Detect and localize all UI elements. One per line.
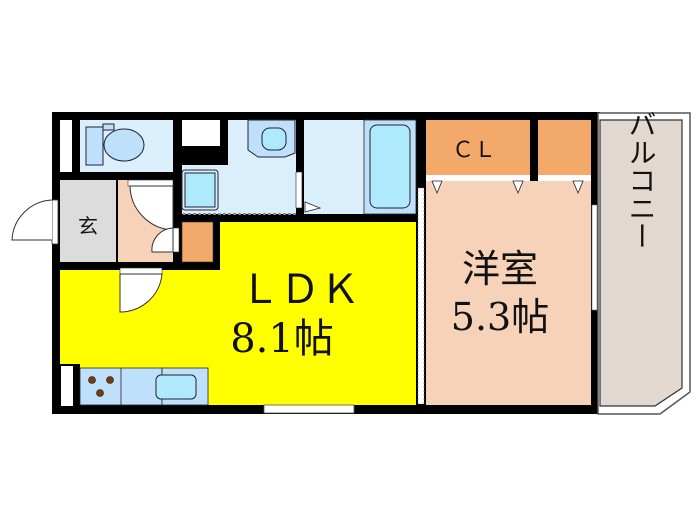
stove-burner-icon: [88, 376, 96, 384]
balcony-window: [591, 204, 598, 311]
ldk-window: [263, 404, 355, 414]
hallway: [118, 179, 180, 262]
closet: ＣＬ: [426, 120, 591, 181]
kitchen-counter: [79, 367, 209, 406]
ldk-label: ＬＤＫ: [240, 267, 360, 313]
closet-label: ＣＬ: [452, 138, 496, 163]
kitchen-sink-icon: [155, 374, 197, 400]
entrance: 玄: [11, 180, 116, 262]
entrance-label: 玄: [78, 214, 98, 238]
stove-burner-icon: [106, 376, 114, 384]
toilet-icon: [103, 128, 145, 162]
sink-icon: [261, 127, 287, 151]
ldk-size: 8.1帖: [230, 316, 334, 362]
bathroom: [304, 119, 417, 215]
ldk-room: ＬＤＫ 8.1帖: [60, 222, 416, 414]
wall-niche-top: [60, 120, 72, 172]
storage-orange: [181, 221, 214, 263]
sliding-partition[interactable]: [417, 187, 425, 405]
sliding-door: [295, 171, 303, 209]
ldk-door[interactable]: [119, 273, 163, 313]
washroom: [181, 119, 296, 215]
stove-burner-icon: [96, 389, 104, 397]
storage-door[interactable]: [151, 227, 174, 253]
inner-wall: [296, 112, 304, 172]
entrance-door[interactable]: [11, 199, 53, 241]
wall-niche-bottom: [61, 366, 73, 406]
western-room: 洋室 5.3帖: [426, 180, 598, 405]
washing-machine-icon: [184, 172, 216, 208]
balcony-label: バルコニー: [625, 110, 658, 250]
door-swing-marker: [304, 201, 322, 213]
balcony: [597, 112, 691, 415]
western-room-label: 洋室: [462, 247, 538, 291]
toilet-room: [80, 120, 173, 172]
storage-white: [182, 120, 220, 146]
western-room-size: 5.3帖: [451, 295, 549, 339]
bathtub-icon: [369, 124, 411, 209]
